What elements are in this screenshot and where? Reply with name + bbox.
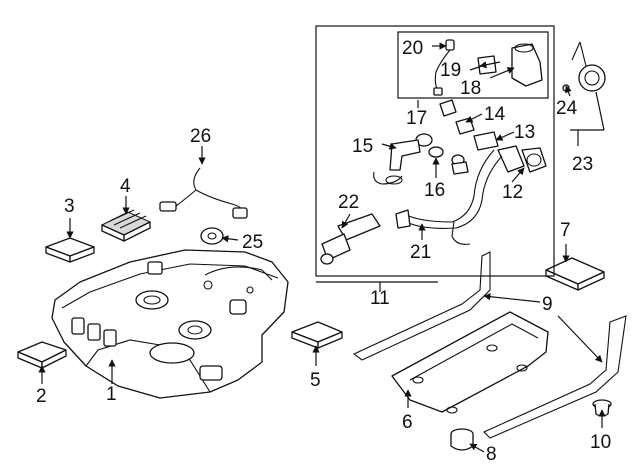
callout-14: 14 [484, 104, 506, 125]
pad-part-3 [45, 237, 95, 263]
fuel-cap-part-23 [562, 41, 606, 92]
callout-21: 21 [410, 242, 431, 263]
callout-6: 6 [402, 412, 413, 433]
callout-15: 15 [352, 136, 373, 157]
callout-8: 8 [486, 444, 497, 465]
pad-part-5 [291, 321, 343, 349]
callout-labels: 1 2 3 4 5 6 7 8 9 10 11 12 13 14 15 16 1… [36, 38, 611, 465]
callout-23: 23 [572, 154, 593, 175]
callout-13: 13 [514, 122, 535, 143]
callout-2: 2 [36, 386, 47, 407]
callout-12: 12 [502, 182, 523, 203]
callout-1: 1 [106, 384, 117, 405]
callout-22: 22 [338, 192, 359, 213]
callout-3: 3 [64, 196, 75, 217]
filler-pipe-parts [320, 145, 547, 265]
callout-25: 25 [242, 232, 263, 253]
callout-19: 19 [440, 60, 461, 81]
callout-7: 7 [560, 220, 571, 241]
callout-20: 20 [402, 38, 423, 59]
callout-4: 4 [120, 176, 131, 197]
callout-18: 18 [460, 78, 481, 99]
pad-part-2 [17, 341, 67, 369]
callout-16: 16 [424, 180, 445, 201]
callout-9: 9 [542, 294, 553, 315]
wire-harness-part-26 [159, 167, 248, 219]
pad-part-4 [100, 209, 152, 242]
pad-part-7 [545, 257, 605, 291]
tank-strap-part-9 [352, 251, 627, 439]
callout-24: 24 [556, 98, 578, 119]
fuel-pump-group-box [315, 25, 555, 277]
fittings-parts [415, 99, 499, 175]
bumper-part-8 [450, 428, 474, 451]
grommet-part-25 [200, 227, 224, 245]
callout-11: 11 [370, 288, 390, 309]
leader-lines [38, 42, 606, 453]
callout-26: 26 [190, 126, 211, 147]
fuel-tank [51, 249, 289, 399]
callout-5: 5 [310, 370, 321, 391]
callout-17: 17 [406, 108, 427, 129]
heat-shield-part-6 [391, 311, 549, 414]
hose-part-15 [373, 139, 421, 185]
callout-10: 10 [590, 432, 611, 453]
